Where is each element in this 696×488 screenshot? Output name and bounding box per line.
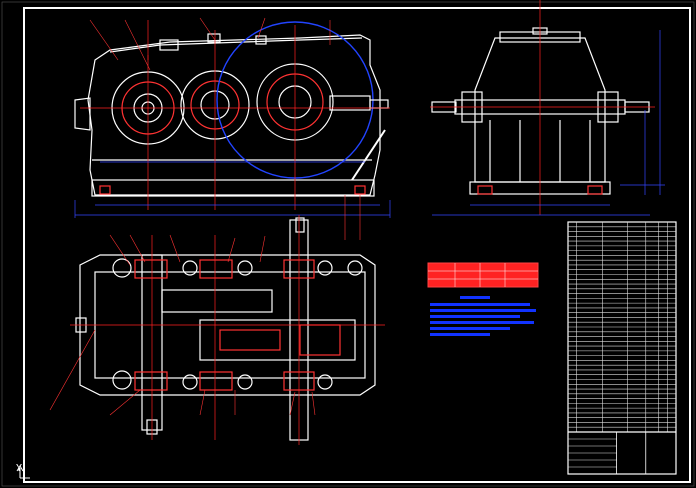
side-dimensions — [432, 30, 665, 216]
gear-pinion — [161, 289, 273, 313]
title-block-frame — [567, 221, 677, 475]
top-housing-outline — [79, 254, 376, 396]
front-dimensions — [74, 161, 391, 218]
side-view — [431, 27, 650, 195]
front-top-cover — [109, 37, 363, 53]
technical-notes — [430, 296, 536, 336]
top-leaders — [49, 234, 316, 416]
title-block — [567, 221, 677, 475]
technical-requirements-table — [427, 262, 539, 288]
top-center-lines — [70, 215, 385, 445]
ucs-icon — [16, 465, 30, 479]
sheet-border — [23, 7, 691, 483]
front-base-flange — [91, 179, 375, 197]
side-center-lines — [430, 0, 655, 215]
gear-main — [199, 319, 356, 361]
front-housing-outline — [87, 34, 381, 196]
front-center-lines — [80, 20, 390, 210]
front-view — [74, 21, 389, 197]
front-leaders — [89, 17, 361, 240]
